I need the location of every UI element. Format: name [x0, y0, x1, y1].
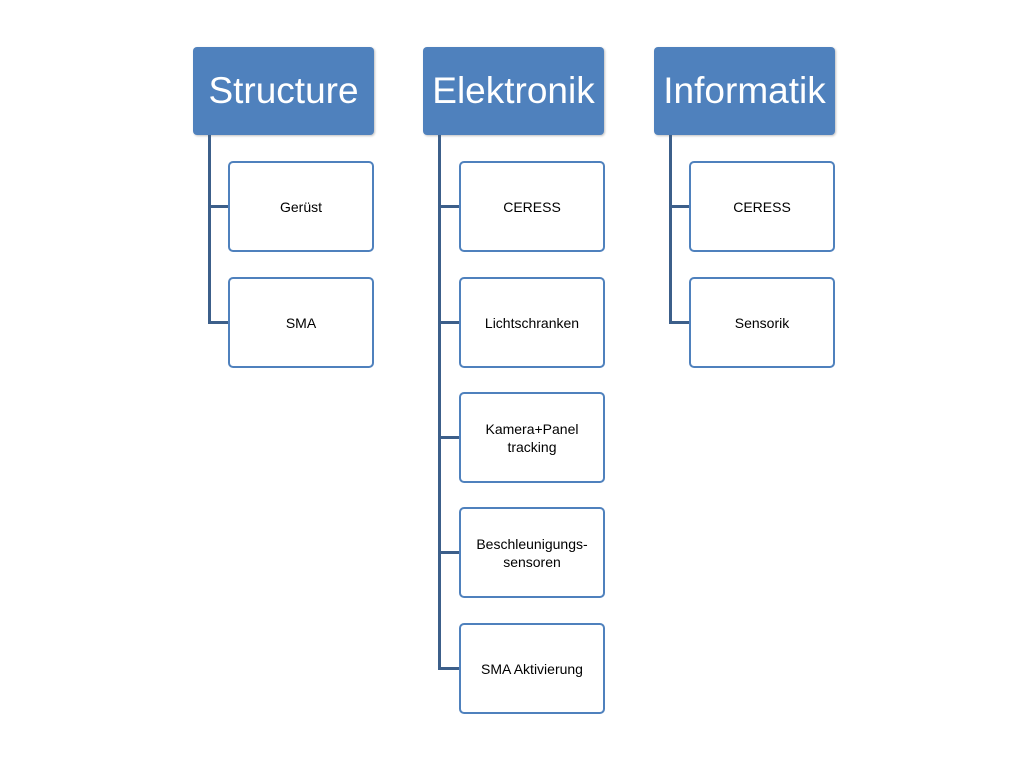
connector-structure-branch — [208, 321, 228, 324]
node-ceress-informatik: CERESS — [689, 161, 835, 252]
header-structure: Structure — [193, 47, 374, 135]
node-sensorik: Sensorik — [689, 277, 835, 368]
connector-elektronik-branch — [438, 551, 459, 554]
node-ceress-elektronik: CERESS — [459, 161, 605, 252]
node-beschleunigungssensoren: Beschleunigungs- sensoren — [459, 507, 605, 598]
connector-elektronik-trunk — [438, 135, 441, 670]
connector-informatik-branch — [669, 205, 689, 208]
connector-informatik-trunk — [669, 135, 672, 324]
header-informatik: Informatik — [654, 47, 835, 135]
connector-structure-branch — [208, 205, 228, 208]
connector-elektronik-branch — [438, 205, 459, 208]
header-elektronik: Elektronik — [423, 47, 604, 135]
connector-structure-trunk — [208, 135, 211, 324]
node-sma: SMA — [228, 277, 374, 368]
connector-elektronik-branch — [438, 667, 459, 670]
node-sma-aktivierung: SMA Aktivierung — [459, 623, 605, 714]
connector-elektronik-branch — [438, 436, 459, 439]
node-lichtschranken: Lichtschranken — [459, 277, 605, 368]
connector-informatik-branch — [669, 321, 689, 324]
node-geruest: Gerüst — [228, 161, 374, 252]
node-kamera-panel-tracking: Kamera+Panel tracking — [459, 392, 605, 483]
connector-elektronik-branch — [438, 321, 459, 324]
